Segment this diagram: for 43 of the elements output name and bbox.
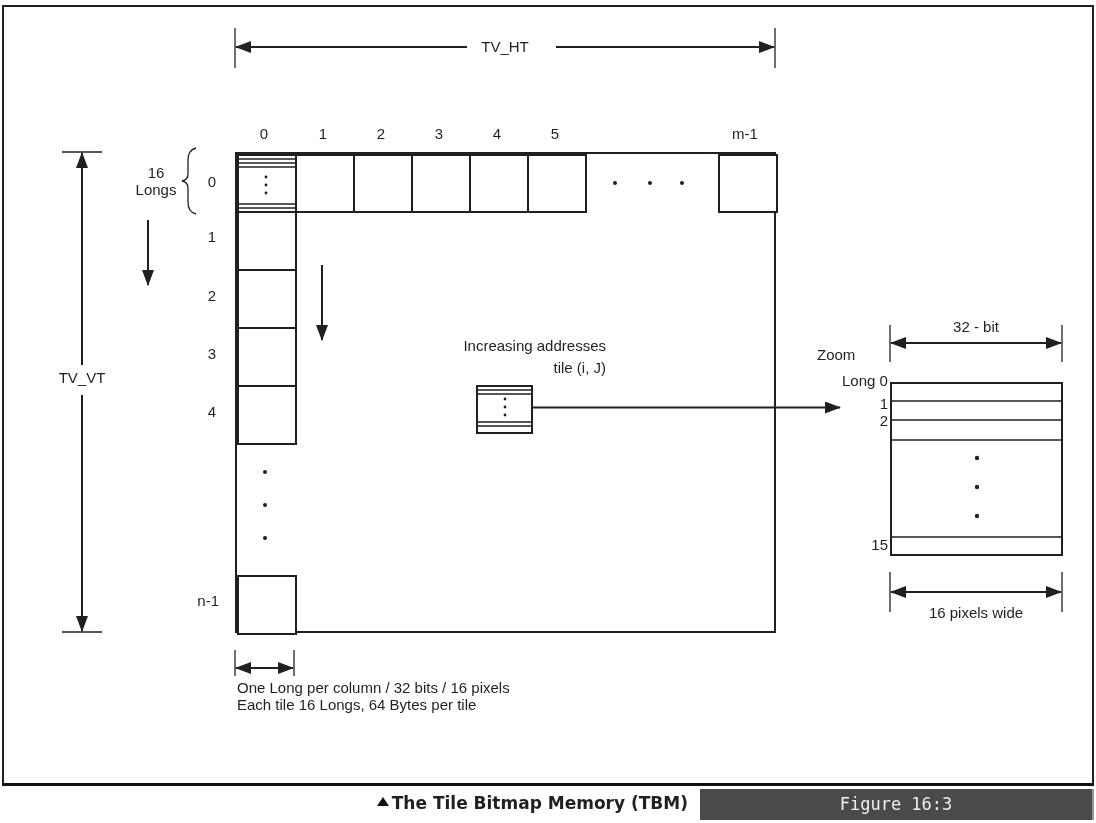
figure-number: Figure 16:3 (700, 789, 1094, 820)
dimension-label: 16 pixels wide (928, 604, 1024, 621)
row-label: 2 (879, 412, 888, 429)
tile-box (237, 327, 297, 387)
dimension-label: TV_VT (58, 369, 106, 386)
row-number: n-1 (197, 592, 219, 609)
tile-box (237, 575, 297, 635)
row-label: 1 (879, 395, 888, 412)
column-number: 1 (318, 125, 328, 142)
dimension-label: TV_HT (481, 38, 529, 55)
annotation-text: 16 Longs (134, 164, 178, 198)
expanded-tile (476, 385, 533, 434)
tile-box (353, 154, 413, 213)
tile-box (718, 154, 778, 213)
zoomed-tile-box (890, 382, 1063, 556)
dimension-label: 32 - bit (953, 318, 999, 335)
tile-box (237, 269, 297, 329)
tile-grid-frame (235, 152, 776, 633)
tile-box (295, 154, 355, 213)
row-number: 2 (207, 287, 217, 304)
tile-label: tile (i, J) (553, 359, 606, 376)
row-label: 15 (871, 536, 888, 553)
column-number: 3 (434, 125, 444, 142)
tile-box (237, 385, 297, 445)
column-number: 0 (259, 125, 269, 142)
column-number: 4 (492, 125, 502, 142)
column-number: m-1 (732, 125, 758, 142)
column-number: 2 (376, 125, 386, 142)
note-text: One Long per column / 32 bits / 16 pixels Each tile 16 Longs, 64 Bytes per tile (237, 679, 511, 713)
row-number: 3 (207, 345, 217, 362)
expanded-tile (237, 154, 297, 213)
row-number: 4 (207, 403, 217, 420)
annotation-text: Zoom (817, 346, 856, 363)
tile-box (237, 211, 297, 271)
column-number: 5 (550, 125, 560, 142)
row-number: 1 (207, 228, 217, 245)
figure-title-text: The Tile Bitmap Memory (TBM) (391, 793, 688, 813)
row-label: Long 0 (842, 372, 888, 389)
annotation-text: Increasing addresses (463, 337, 606, 354)
tile-box (527, 154, 587, 213)
tile-box (469, 154, 529, 213)
tile-box (411, 154, 471, 213)
row-number: 0 (207, 173, 217, 190)
